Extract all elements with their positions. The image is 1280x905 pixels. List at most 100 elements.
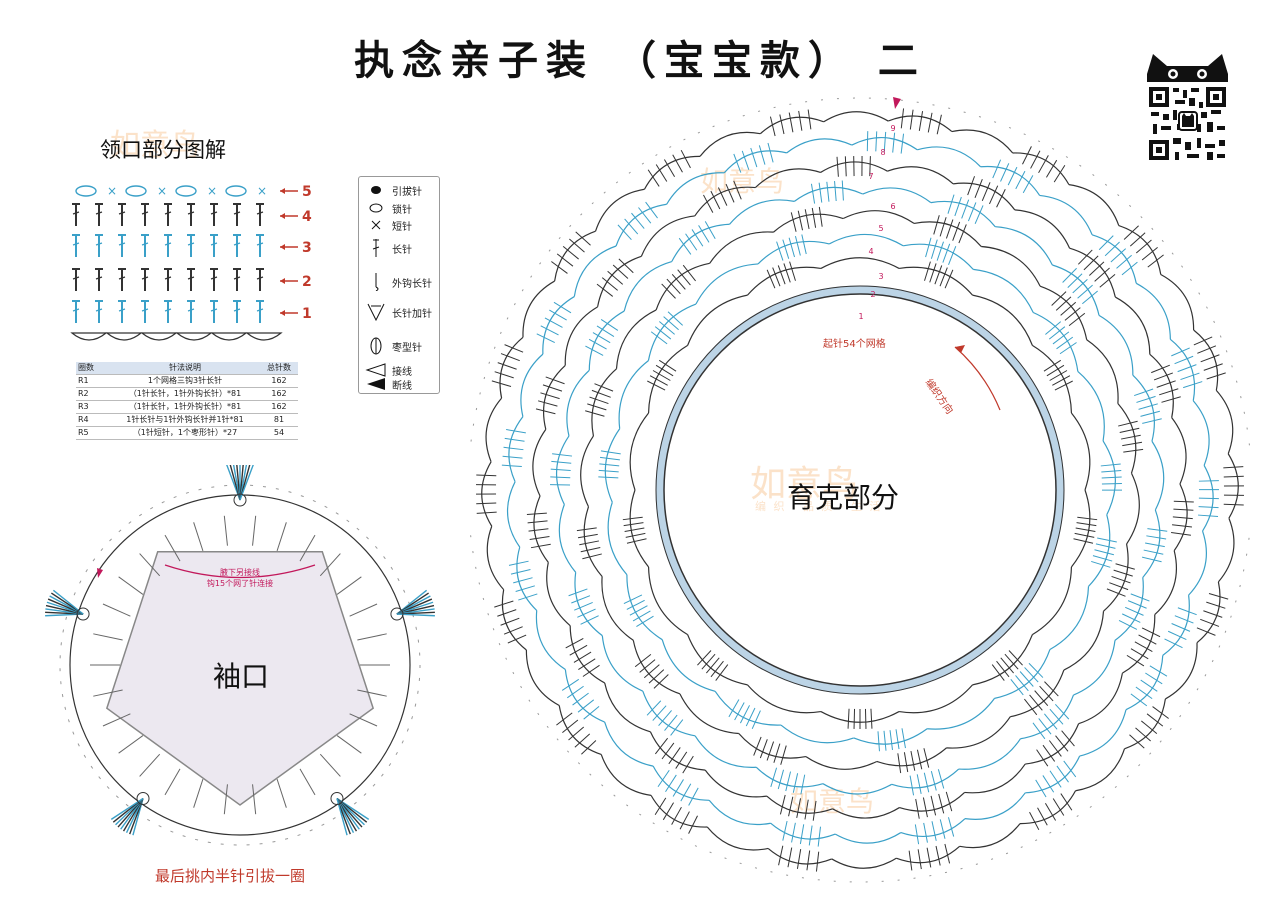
yoke-arch-mark [699,131,761,157]
sleeve-label: 袖口 [213,660,270,693]
single-crochet-mark: × [207,184,217,198]
yoke-stitch-mark [1049,770,1062,788]
yoke-stitch-mark [1145,672,1163,685]
yoke-arch-mark [522,280,555,338]
yoke-arch-mark [1215,389,1234,454]
yoke-stitch-mark [1077,249,1093,265]
yoke-stitch-mark [929,263,937,283]
yoke-stitch-mark [779,794,786,815]
yoke-stitch-mark [1180,372,1200,381]
yoke-stitch-mark [930,770,937,791]
table-cell: R2 [76,387,110,401]
yoke-stitch-mark [715,664,729,681]
yoke-stitch-mark [1118,420,1138,427]
stitch-bar-mark [141,308,149,312]
yoke-stitch-mark [1101,476,1122,479]
yoke-arch-mark [647,566,688,636]
yoke-arch-mark [708,799,771,826]
legend-item-label: 短针 [392,222,412,233]
yoke-arch-mark [618,360,649,429]
yoke-stitch-mark [1121,613,1141,623]
yoke-stitch-mark [1223,475,1244,478]
yoke-arch-mark [604,721,654,767]
yoke-stitch-mark [734,702,745,721]
sleeve-opening [105,550,375,806]
yoke-stitch-mark [1223,466,1244,469]
yoke-stitch-mark [476,511,497,514]
stitch-bar-mark [187,308,195,312]
yoke-stitch-mark [647,380,666,391]
yoke-stitch-mark [580,546,601,553]
yoke-stitch-mark [883,131,887,152]
yoke-arch-mark [1079,709,1127,757]
stitch-bar-mark [164,308,172,312]
yoke-stitch-mark [1019,671,1034,687]
stitch-bar-mark [95,211,103,215]
yoke-stitch-mark [575,231,591,246]
yoke-stitch-mark [626,599,645,610]
yoke-stitch-mark [1174,355,1194,365]
yoke-stitch-mark [1156,380,1176,388]
bobble-mark [175,185,197,197]
yoke-stitch-mark [1140,410,1160,417]
yoke-stitch-mark [952,221,961,241]
yoke-stitch-mark [599,456,620,461]
yoke-arch-mark [704,769,767,798]
yoke-stitch-mark [671,806,682,825]
yoke-stitch-mark [658,710,672,726]
yoke-arch-mark [1086,339,1119,404]
yoke-arch-mark [747,684,822,714]
yoke-stitch-mark [766,741,775,761]
sleeve-stitch-mark [357,633,387,641]
collar-section-title: 领口部分图解 [100,138,226,162]
yoke-stitch-mark [688,815,698,834]
yoke-arch-mark [822,783,892,795]
yoke-stitch-mark [476,502,497,505]
yoke-arch-mark [679,693,739,735]
sleeve-stitch-mark [193,778,204,808]
yoke-stitch-mark [1048,326,1066,340]
stitch-bar-mark [256,211,264,215]
yoke-stitch-mark [900,108,905,129]
stitch-bar-mark [164,276,172,280]
yoke-direction-arrow [954,346,1001,411]
legend-item: 外钩长针 [359,273,439,291]
sleeve-stitch-mark [93,633,123,641]
chain-arch-mark [70,332,108,341]
sleeve-fan-base-mark [390,607,404,621]
yoke-stitch-mark [623,594,643,605]
yoke-stitch-mark [1052,798,1065,816]
yoke-arch-mark [615,309,657,369]
sleeve-stitch-mark [223,784,228,815]
yoke-stitch-mark [945,791,953,812]
yoke-stitch-mark [1135,727,1151,742]
stitch-bar-mark [187,242,195,246]
yoke-stitch-mark [794,235,801,256]
yoke-stitch-mark [974,205,984,225]
single-crochet-mark: × [107,184,117,198]
yoke-stitch-mark [1030,150,1041,169]
table-cell: 54 [260,426,298,440]
row-number-label: 2 [302,274,312,290]
yoke-stitch-mark [1141,720,1158,735]
chain-arch-mark [175,332,213,341]
yoke-stitch-mark [588,338,607,350]
table-cell: R1 [76,374,110,388]
yoke-stitch-mark [800,774,806,795]
yoke-stitch-mark [1152,706,1169,719]
yoke-stitch-mark [1138,634,1157,645]
yoke-stitch-mark [657,769,670,788]
yoke-stitch-mark [653,674,669,689]
legend-item: 枣型针 [359,337,439,355]
yoke-stitch-mark [944,269,954,289]
yoke-stitch-mark [958,224,967,244]
yoke-stitch-mark [1095,543,1116,549]
stitch-bar-mark [256,308,264,312]
yoke-arch-mark [558,504,577,573]
yoke-stitch-mark [662,802,674,821]
yoke-stitch-mark [1116,254,1132,269]
bobble-mark [225,185,247,197]
yoke-stitch-mark [645,201,658,219]
